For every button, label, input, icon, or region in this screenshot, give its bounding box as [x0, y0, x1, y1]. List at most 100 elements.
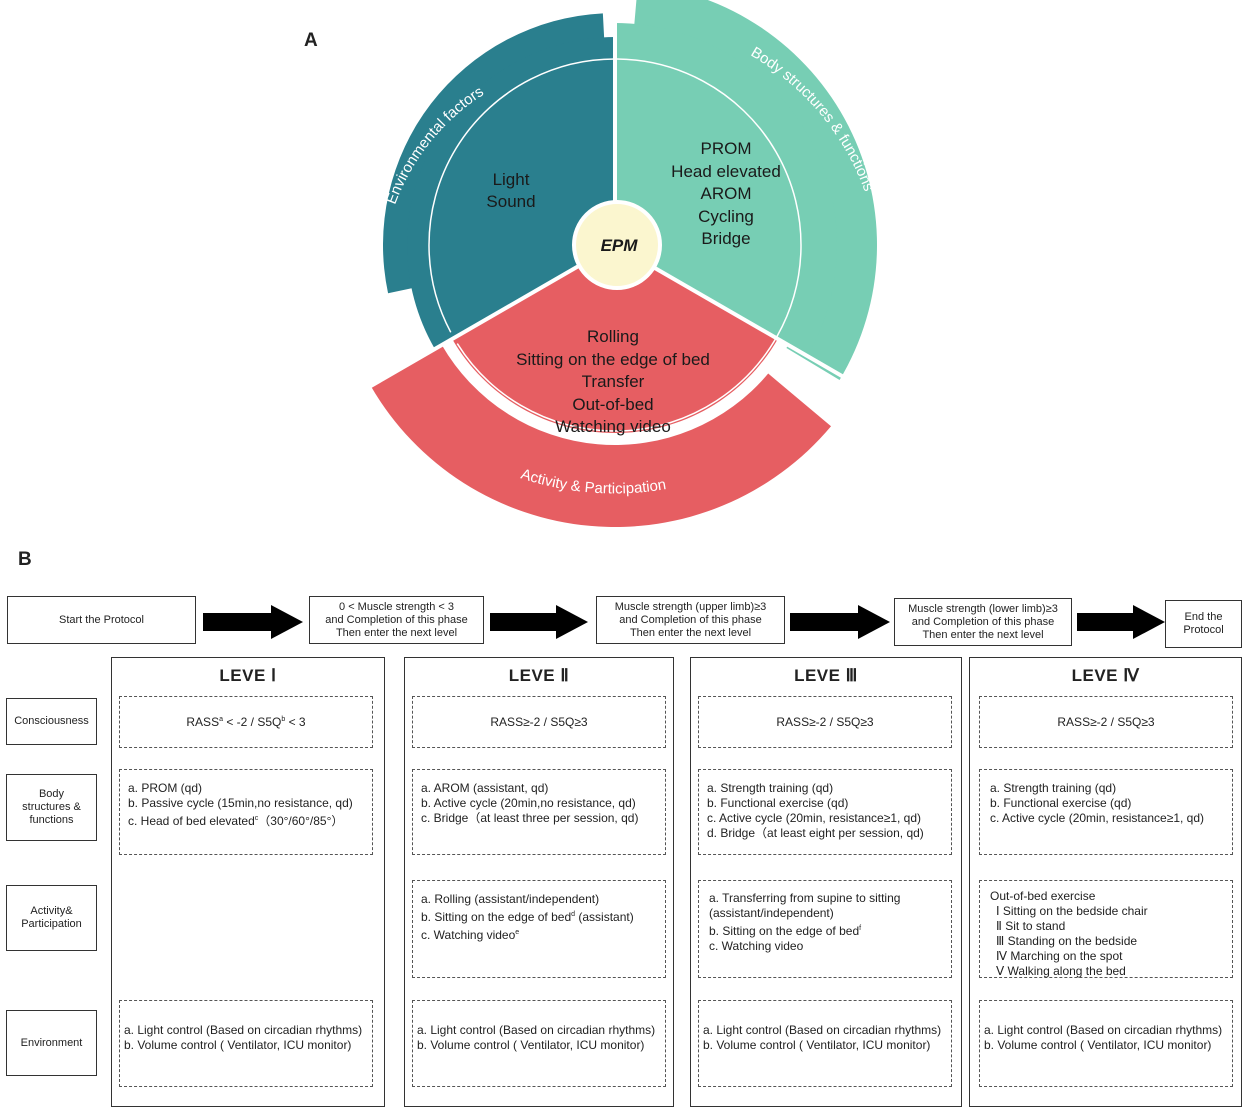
body-item: a. Strength training (qd) — [707, 781, 834, 795]
criteria-text: and Completion of this phase — [619, 613, 762, 626]
level-1-environment: a. Light control (Based on circadian rhy… — [119, 1000, 373, 1087]
body-item: b. Passive cycle (15min,no resistance, q… — [128, 796, 353, 810]
end-protocol-box: End the Protocol — [1165, 600, 1242, 648]
activity-item: (assistant/independent) — [709, 906, 834, 920]
environment-item: a. Light control (Based on circadian rhy… — [124, 1023, 363, 1037]
body-item: c. Active cycle (20min, resistance≥1, qd… — [990, 811, 1205, 825]
row-label-environment: Environment — [6, 1010, 97, 1076]
level-2-activity: a. Rolling (assistant/independent) b. Si… — [412, 880, 666, 978]
body-item: c. Active cycle (20min, resistance≥1, qd… — [707, 811, 922, 825]
level-1-consciousness: RASSa < -2 / S5Qb < 3 — [119, 696, 373, 748]
level-2-consciousness: RASS≥-2 / S5Q≥3 — [412, 696, 666, 748]
body-item: a. PROM (qd) — [128, 781, 203, 795]
panel-a-label: A — [304, 30, 318, 51]
activity-item: Out-of-bed exercise — [990, 889, 1096, 903]
end-text: End the — [1184, 611, 1223, 623]
activity-item: c. Watching videoe — [421, 928, 520, 942]
level-4-environment: a. Light control (Based on circadian rhy… — [979, 1000, 1233, 1087]
panel-b-label: B — [18, 549, 32, 570]
level-3-column: LEVE Ⅲ RASS≥-2 / S5Q≥3 a. Strength train… — [690, 657, 962, 1107]
activity-item: Rolling — [587, 327, 639, 346]
row-label-body-structures: Body structures & functions — [6, 774, 97, 841]
activity-item: Transfer — [582, 372, 645, 391]
level-4-column: LEVE Ⅳ RASS≥-2 / S5Q≥3 a. Strength train… — [969, 657, 1242, 1107]
end-text: Protocol — [1183, 624, 1224, 636]
criteria-text: Muscle strength (upper limb)≥3 — [614, 600, 767, 613]
sector-divider — [362, 243, 616, 392]
row-label-consciousness: Consciousness — [6, 698, 97, 745]
flow-arrow — [790, 605, 890, 639]
body-structures-sector — [615, 23, 837, 356]
body-item: b. Functional exercise (qd) — [707, 796, 849, 810]
level-3-body-structures: a. Strength training (qd) b. Functional … — [698, 769, 952, 855]
activity-item: b. Sitting on the edge of bedd (assistan… — [421, 910, 634, 924]
activity-item: a. Rolling (assistant/independent) — [421, 892, 600, 906]
body-item: Head elevated — [671, 162, 781, 181]
criteria-text: Muscle strength (lower limb)≥3 — [908, 602, 1058, 615]
criteria-text: and Completion of this phase — [911, 615, 1055, 628]
activity-item: Sitting on the edge of bed — [516, 350, 710, 369]
flow-arrow — [490, 605, 590, 639]
separator-circle — [428, 58, 802, 432]
flow-arrow — [203, 605, 303, 639]
epm-center-label: EPM — [601, 236, 639, 255]
activity-item: Ⅰ Sitting on the bedside chair — [996, 904, 1148, 918]
body-item: a. Strength training (qd) — [990, 781, 1117, 795]
env-item: Sound — [486, 192, 535, 211]
level-2-environment: a. Light control (Based on circadian rhy… — [412, 1000, 666, 1087]
criteria-text: Then enter the next level — [335, 626, 458, 639]
start-protocol-box: Start the Protocol — [7, 596, 196, 644]
body-item: c. Bridge（at least three per session, qd… — [421, 811, 639, 825]
env-item: Light — [493, 170, 530, 189]
sector-divider — [613, 243, 868, 392]
level-3-activity: a. Transferring from supine to sitting (… — [698, 880, 952, 978]
activity-item: Ⅱ Sit to stand — [996, 919, 1066, 933]
level-4-consciousness: RASS≥-2 / S5Q≥3 — [979, 696, 1233, 748]
environment-item: b. Volume control ( Ventilator, ICU moni… — [984, 1038, 1212, 1052]
criteria-text: and Completion of this phase — [325, 613, 468, 626]
body-item: b. Functional exercise (qd) — [990, 796, 1132, 810]
body-item: PROM — [701, 139, 752, 158]
epm-wheel-diagram: Environmental factors Body structures & … — [362, 0, 877, 528]
activity-item: Ⅲ Standing on the bedside — [996, 934, 1138, 948]
level-4-title: LEVE Ⅳ — [1071, 666, 1140, 685]
environment-item: b. Volume control ( Ventilator, ICU moni… — [417, 1038, 645, 1052]
level-1-body-structures: a. PROM (qd) b. Passive cycle (15min,no … — [119, 769, 373, 855]
activity-item: b. Sitting on the edge of bedf — [709, 924, 862, 938]
level-2-column: LEVE Ⅱ RASS≥-2 / S5Q≥3 a. AROM (assistan… — [404, 657, 674, 1107]
epm-center-circle — [572, 200, 662, 290]
criteria-text: 0 < Muscle strength < 3 — [339, 600, 454, 613]
level-3-title: LEVE Ⅲ — [794, 666, 858, 685]
start-protocol-text: Start the Protocol — [59, 613, 144, 626]
activity-item: a. Transferring from supine to sitting — [709, 891, 901, 905]
activity-item: Out-of-bed — [572, 395, 653, 414]
flow-arrow — [1077, 605, 1165, 639]
body-item: Cycling — [698, 207, 754, 226]
level1-criteria-box: 0 < Muscle strength < 3 and Completion o… — [309, 596, 484, 644]
level3-criteria-box: Muscle strength (lower limb)≥3 and Compl… — [894, 598, 1072, 646]
level-4-body-structures: a. Strength training (qd) b. Functional … — [979, 769, 1233, 855]
body-item: b. Active cycle (20min,no resistance, qd… — [421, 796, 636, 810]
body-item: Bridge — [701, 229, 750, 248]
level-4-activity: Out-of-bed exercise Ⅰ Sitting on the bed… — [979, 880, 1233, 978]
level-2-title: LEVE Ⅱ — [508, 666, 570, 685]
body-item: c. Head of bed elevatedc（30°/60°/85°） — [128, 814, 344, 828]
environment-item: a. Light control (Based on circadian rhy… — [703, 1023, 942, 1037]
level-3-consciousness: RASS≥-2 / S5Q≥3 — [698, 696, 952, 748]
environment-item: a. Light control (Based on circadian rhy… — [984, 1023, 1223, 1037]
level-1-title: LEVE Ⅰ — [219, 666, 277, 685]
activity-item: Ⅴ Walking along the bed — [996, 964, 1126, 978]
environment-item: b. Volume control ( Ventilator, ICU moni… — [124, 1038, 352, 1052]
activity-item: Watching video — [555, 417, 671, 436]
body-item: d. Bridge（at least eight per session, qd… — [707, 826, 924, 840]
environment-item: a. Light control (Based on circadian rhy… — [417, 1023, 656, 1037]
environmental-sector — [407, 37, 615, 349]
level2-criteria-box: Muscle strength (upper limb)≥3 and Compl… — [596, 596, 785, 644]
body-item: a. AROM (assistant, qd) — [421, 781, 549, 795]
activity-item: Ⅳ Marching on the spot — [996, 949, 1123, 963]
activity-item: c. Watching video — [709, 939, 804, 953]
activity-ring — [370, 345, 832, 528]
criteria-text: Then enter the next level — [922, 628, 1044, 641]
level-3-environment: a. Light control (Based on circadian rhy… — [698, 1000, 952, 1087]
row-label-activity: Activity& Participation — [6, 885, 97, 951]
